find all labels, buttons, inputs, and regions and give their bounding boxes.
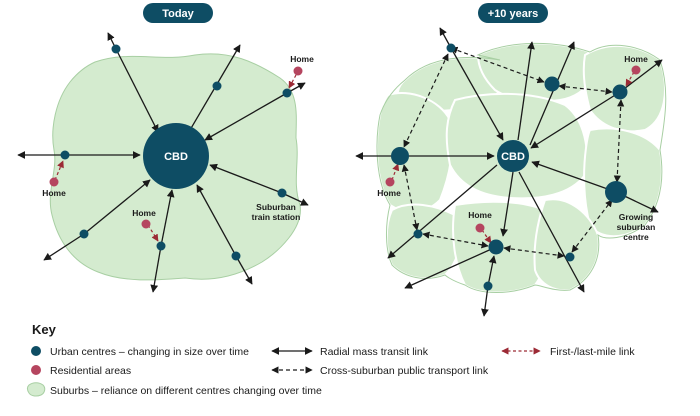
today-first-last-mile-links <box>54 74 297 242</box>
today-cbd-centre <box>143 123 209 189</box>
future-cross-suburban-links <box>401 46 625 259</box>
today-station-label-2: train station <box>252 212 301 222</box>
key-urban-centres-label: Urban centres – changing in size over ti… <box>50 346 249 358</box>
today-home-label-2: Home <box>42 188 66 198</box>
future-growing-label-1: Growing <box>619 212 653 222</box>
today-panel: Today CBD <box>17 3 314 293</box>
today-home-label-1: Home <box>290 54 314 64</box>
future-growing-label-2: suburban <box>617 222 656 232</box>
key-urban-centre-swatch <box>31 346 41 356</box>
today-title: Today <box>162 8 194 20</box>
key-cross-suburban-label: Cross-suburban public transport link <box>320 365 489 377</box>
future-cbd-label: CBD <box>501 151 525 163</box>
key-suburbs-label: Suburbs – reliance on different centres … <box>50 385 322 397</box>
today-urban-centres <box>60 44 292 261</box>
future-home-label-3: Home <box>468 210 492 220</box>
key-suburb-swatch <box>27 382 46 397</box>
future-cbd-centre <box>497 140 529 172</box>
today-station-label-1: Suburban <box>256 202 296 212</box>
future-title-pill: +10 years <box>478 3 548 23</box>
future-suburb-outline <box>376 42 667 293</box>
future-home-label-1: Home <box>624 54 648 64</box>
future-first-last-mile-links <box>391 71 635 244</box>
future-residential-areas <box>385 65 641 233</box>
future-panel: +10 years <box>355 3 667 317</box>
today-cbd-label: CBD <box>164 151 188 163</box>
key-first-last-mile-label: First-/last-mile link <box>550 346 635 358</box>
future-home-label-2: Home <box>377 188 401 198</box>
today-home-label-3: Home <box>132 208 156 218</box>
key-title: Key <box>32 322 57 337</box>
future-title: +10 years <box>488 8 538 20</box>
today-radial-links <box>17 32 309 293</box>
key-residential-swatch <box>31 365 41 375</box>
key-residential-label: Residential areas <box>50 365 131 377</box>
today-title-pill: Today <box>143 3 213 23</box>
key-radial-label: Radial mass transit link <box>320 346 429 358</box>
today-residential-areas <box>49 66 303 229</box>
key: Key Urban centres – changing in size ove… <box>27 322 635 397</box>
future-growing-label-3: centre <box>623 232 649 242</box>
future-urban-centres <box>391 43 628 291</box>
